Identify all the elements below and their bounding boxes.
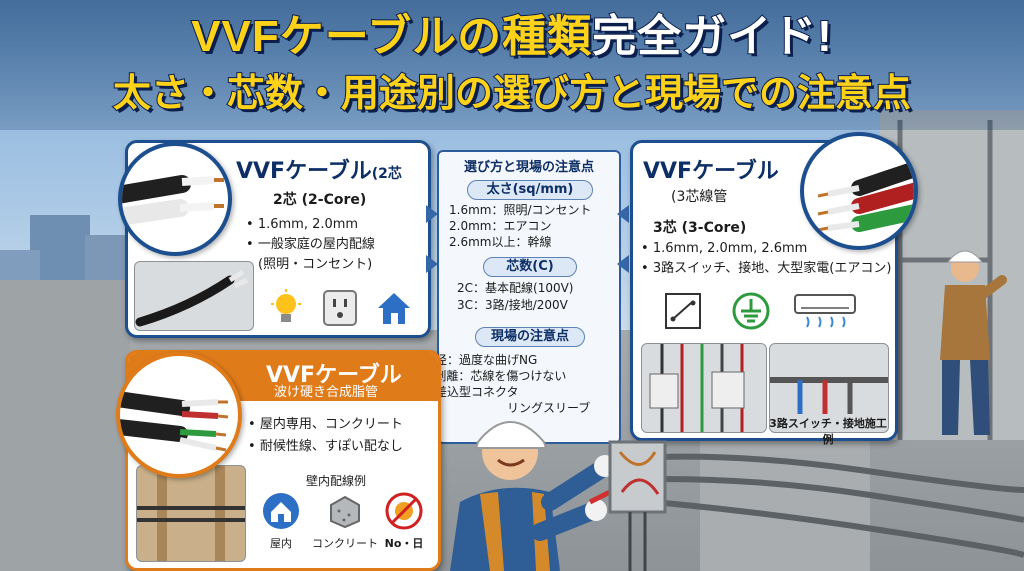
bulb-icon <box>266 288 306 328</box>
selection-notes-panel: 選び方と現場の注意点 太さ(sq/mm) 1.6mm：照明/コンセント 2.0m… <box>399 150 621 444</box>
three-core-bullet-2: • 3路スイッチ、接地、大型家電(エアコン) <box>641 261 892 276</box>
site-notes-pill: 現場の注意点 <box>475 327 585 347</box>
concrete-icon <box>330 495 360 529</box>
no-sun-icon-label: No・日 <box>384 537 424 550</box>
main-title-part1: VVFケーブルの種類 <box>190 11 593 62</box>
three-core-header: VVFケーブル <box>643 159 779 184</box>
site-line-1-value: ：過度な曲げNG <box>447 353 538 367</box>
three-core-bullet-1: • 1.6mm, 2.0mm, 2.6mm <box>641 241 808 256</box>
background-worker <box>940 250 1007 435</box>
three-core-bullet-2-text: 3路スイッチ、接地、大型家電(エアコン) <box>652 261 892 276</box>
wall-wiring-example-label: 壁内配線例 <box>306 474 367 488</box>
core-count-pill: 芯数(C) <box>483 257 577 277</box>
site-line-4: リングスリーブ <box>507 401 591 415</box>
outlet-icon <box>320 288 360 328</box>
two-core-label: 2芯 (2-Core) <box>273 192 367 208</box>
two-core-cable-photo <box>134 261 254 331</box>
two-core-cable-circle <box>118 142 232 256</box>
three-core-bullet-1-text: 1.6mm, 2.0mm, 2.6mm <box>652 241 808 256</box>
air-conditioner-icon <box>793 293 857 329</box>
three-core-panel: VVFケーブル (3芯線管 3芯 (3-Core) • 1.6mm, 2.0mm… <box>630 140 898 446</box>
concrete-wall-left <box>0 280 130 571</box>
two-core-bullet-1-text: 1.6mm, 2.0mm <box>257 217 359 232</box>
indoor-cable-bullet-2: • 耐候性線、すぽい配なし <box>248 439 403 454</box>
indoor-cable-bullet-1-text: 屋内専用、コンクリート <box>259 417 403 432</box>
size-line-3: 2.6mm以上：幹線 <box>449 235 552 249</box>
core-line-1: 2C：基本配線(100V) <box>457 281 574 295</box>
ground-icon <box>731 291 771 331</box>
indoor-cable-bullet-1: • 屋内専用、コンクリート <box>248 417 403 432</box>
three-core-label: 3芯 (3-Core) <box>653 220 747 236</box>
three-core-caption: 3路スイッチ・接地施工例 <box>769 417 887 446</box>
main-title: VVFケーブルの種類完全ガイド! <box>0 10 1024 64</box>
three-core-subheader: (3芯線管 <box>671 189 728 205</box>
indoor-icon <box>263 493 299 529</box>
wall-wiring-photo <box>136 465 246 562</box>
arrow-right <box>426 205 438 223</box>
two-core-bullet-2: • 一般家庭の屋内配線 <box>246 237 375 252</box>
arrow-left <box>617 205 629 223</box>
site-line-2-value: ：芯線を傷つけない <box>458 369 567 383</box>
two-core-bullet-3: (照明・コンセント) <box>258 257 373 272</box>
size-pill: 太さ(sq/mm) <box>467 180 593 200</box>
selection-notes-header: 選び方と現場の注意点 <box>463 160 594 175</box>
size-line-2: 2.0mm：エアコン <box>449 219 552 233</box>
two-core-header-text: VVFケーブル <box>236 159 372 184</box>
three-core-wiring-photo-1 <box>641 343 767 433</box>
site-line-3-value: ：差込型コネクタ <box>423 385 519 399</box>
no-sun-icon-box: No・日 <box>376 491 432 551</box>
indoor-cable-bullet-2-text: 耐候性線、すぽい配なし <box>259 439 403 454</box>
two-core-bullet-2-text: 一般家庭の屋内配線 <box>257 237 375 252</box>
electrician-illustration <box>450 421 667 571</box>
house-icon <box>374 288 414 328</box>
two-core-bullet-1: • 1.6mm, 2.0mm <box>246 217 359 232</box>
concrete-icon-box: コンクリート <box>310 491 380 551</box>
arrow-right <box>426 255 438 273</box>
indoor-icon-label: 屋内 <box>270 537 292 550</box>
size-line-1: 1.6mm：照明/コンセント <box>449 203 592 217</box>
indoor-icon-box: 屋内 <box>256 491 306 551</box>
arrow-left <box>617 255 629 273</box>
indoor-cable-circle <box>116 352 242 478</box>
subtitle: 太さ・芯数・用途別の選び方と現場での注意点 <box>112 72 912 116</box>
no-sun-icon <box>385 492 423 530</box>
indoor-cable-subheader: 波け硬き合成脂管 <box>274 385 379 400</box>
two-core-header: VVFケーブル(2芯 <box>236 153 402 185</box>
concrete-icon-label: コンクリート <box>312 537 378 550</box>
three-core-wiring-photo-2 <box>769 343 889 433</box>
title-band <box>0 0 1024 130</box>
indoor-cable-header: VVFケーブル <box>266 363 402 388</box>
two-core-header-small: (2芯 <box>371 166 402 182</box>
three-core-cable-circle <box>800 132 918 250</box>
three-way-switch-icon <box>663 291 703 331</box>
main-title-part2: 完全ガイド! <box>591 11 833 62</box>
core-line-2: 3C：3路/接地/200V <box>457 298 568 312</box>
conduit-pipes <box>600 453 1024 558</box>
